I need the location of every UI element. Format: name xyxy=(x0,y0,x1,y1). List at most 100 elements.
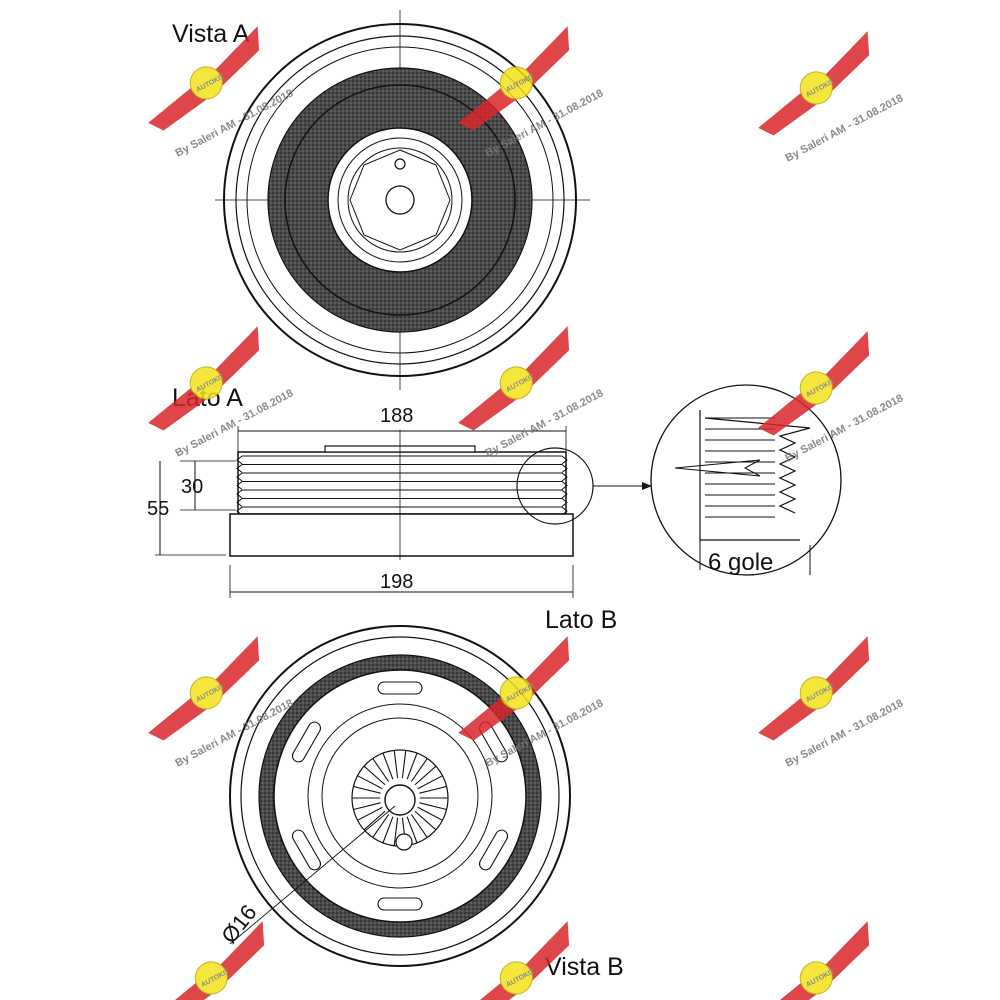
wing-left-shape xyxy=(153,979,217,1000)
wing-left-shape xyxy=(458,384,522,431)
hub-spline xyxy=(363,765,386,786)
hub-spline xyxy=(414,765,437,786)
wing-left-shape xyxy=(758,979,822,1000)
vista-b-label: Vista B xyxy=(545,953,624,981)
hub-spline xyxy=(414,810,437,831)
lato-b-label: Lato B xyxy=(545,606,617,634)
hub-spline xyxy=(382,752,394,780)
wing-left-shape xyxy=(458,694,522,741)
dim-grooves: 6 gole xyxy=(708,549,773,576)
wing-right-shape xyxy=(212,26,260,91)
logo-ball-icon xyxy=(799,371,833,405)
hub-spline xyxy=(417,775,443,790)
groove-edge-left xyxy=(236,455,243,465)
wing-right-shape xyxy=(212,636,260,701)
vista-a-view xyxy=(215,10,590,390)
dim-bottom-width: 198 xyxy=(380,571,413,593)
detail-zigzag xyxy=(704,417,811,514)
wing-left-shape xyxy=(148,384,212,431)
hub-spline xyxy=(372,814,390,838)
groove-edge-left xyxy=(236,472,243,482)
wing-left-shape xyxy=(458,979,522,1000)
groove-edge-right xyxy=(561,498,568,507)
logo-ball-icon xyxy=(194,961,228,995)
hub-spline xyxy=(363,810,386,831)
logo-ball-icon xyxy=(189,66,223,100)
hub-spline xyxy=(410,758,428,782)
logo-ball-icon xyxy=(499,66,533,100)
groove-profile xyxy=(674,410,811,541)
logo-ball-icon xyxy=(189,366,223,400)
wing-right-shape xyxy=(822,636,870,701)
dim-total-height: 55 xyxy=(147,498,169,520)
wing-right-shape xyxy=(522,921,570,986)
groove-detail-view xyxy=(650,384,842,576)
groove-edge-right xyxy=(561,481,568,490)
hub-splines xyxy=(351,749,449,847)
groove-edge-left xyxy=(236,489,243,499)
watermark-stamp: AUTOKIT xyxy=(153,921,265,1000)
logo-ball-icon xyxy=(189,676,223,710)
hub-spline xyxy=(410,814,428,838)
wing-right-shape xyxy=(822,31,870,96)
detail-arrow-shape xyxy=(674,459,761,477)
hub-spline xyxy=(353,802,381,811)
hub-spline xyxy=(406,816,418,844)
web-slot xyxy=(291,721,322,763)
groove-edge-right xyxy=(561,464,568,473)
hub-spline xyxy=(406,752,418,780)
hub-spline xyxy=(393,817,399,846)
dim-groove-height: 30 xyxy=(181,476,203,498)
wing-right-shape xyxy=(822,921,870,986)
logo-ball-icon xyxy=(499,676,533,710)
wing-right-shape xyxy=(522,326,570,391)
wing-right-shape xyxy=(212,326,260,391)
web-slot xyxy=(291,829,322,871)
vista-a-label: Vista A xyxy=(172,20,250,48)
hub-spline xyxy=(393,750,399,779)
wing-left-shape xyxy=(148,694,212,741)
logo-ball-icon xyxy=(799,961,833,995)
web-slots xyxy=(291,681,509,911)
hub-spline xyxy=(357,775,383,790)
hub-spline xyxy=(372,758,390,782)
wing-right-shape xyxy=(822,331,870,396)
wing-right-shape xyxy=(522,636,570,701)
logo-ball-icon xyxy=(499,961,533,995)
web-slot xyxy=(478,829,509,871)
watermark-stamp: AUTOKIT xyxy=(458,921,570,1000)
hub-spline xyxy=(401,750,407,779)
web-slot xyxy=(377,681,423,695)
logo-ball-icon xyxy=(799,71,833,105)
side-view xyxy=(155,426,652,598)
wing-right-shape xyxy=(522,26,570,91)
web-slot xyxy=(377,897,423,911)
wing-left-shape xyxy=(458,84,522,131)
hub-spline xyxy=(419,785,447,794)
wing-left-shape xyxy=(758,389,822,436)
hub-spline xyxy=(357,806,383,821)
logo-ball-icon xyxy=(799,676,833,710)
hub-spline xyxy=(382,816,394,844)
groove-edge-right xyxy=(561,489,568,499)
groove-edge-right xyxy=(561,472,568,482)
wing-right-shape xyxy=(217,921,265,986)
groove-edge-left xyxy=(236,464,243,473)
logo-ball-icon xyxy=(499,366,533,400)
hub-spline xyxy=(417,806,443,821)
wing-left-shape xyxy=(758,89,822,136)
wing-left-shape xyxy=(148,84,212,131)
hub-spline xyxy=(353,785,381,794)
groove-edge-left xyxy=(236,481,243,490)
groove-edge-right xyxy=(561,455,568,465)
wing-left-shape xyxy=(758,694,822,741)
hub-spline xyxy=(419,802,447,811)
groove-edge-left xyxy=(236,498,243,507)
pulley-grooves xyxy=(236,455,568,516)
watermark-stamp: AUTOKIT xyxy=(758,921,870,1000)
